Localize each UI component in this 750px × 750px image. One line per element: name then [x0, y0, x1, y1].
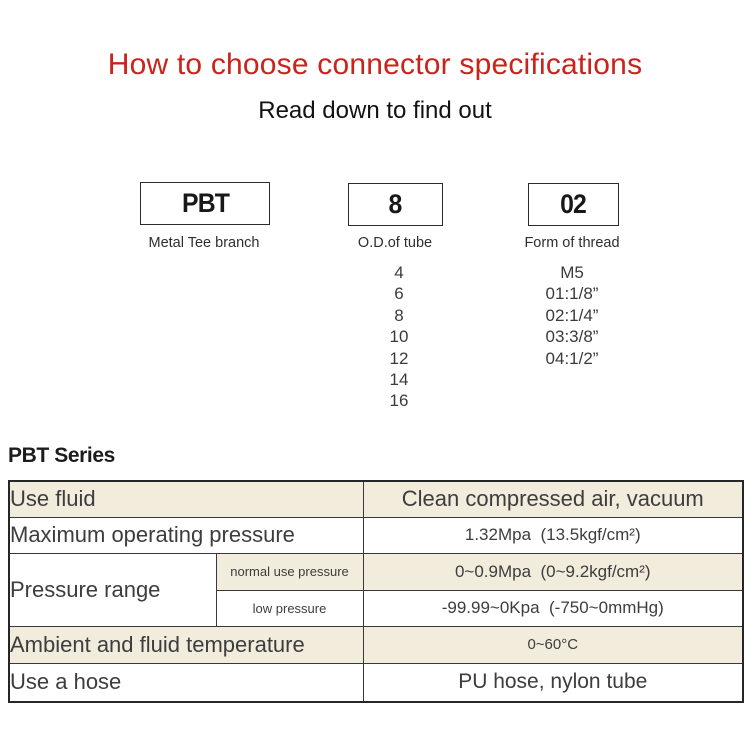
normal-pressure-value: 0~0.9Mpa (0~9.2kgf/cm²) [362, 552, 744, 591]
use-fluid-label: Use fluid [8, 480, 364, 518]
thread-option: 03:3/8” [545, 327, 599, 347]
thread-code-box: 02 [528, 183, 619, 226]
hose-row: Use a hose PU hose, nylon tube [8, 662, 744, 703]
thread-option: 01:1/8” [545, 284, 599, 304]
max-pressure-value: 1.32Mpa (13.5kgf/cm²) [362, 516, 744, 554]
temperature-row: Ambient and fluid temperature 0~60°C [8, 625, 744, 664]
series-code: PBT [181, 188, 230, 218]
normal-pressure-sublabel: normal use pressure [215, 552, 364, 591]
series-heading: PBT Series [8, 444, 115, 467]
thread-option: M5 [560, 263, 584, 282]
tube-od-code: 8 [389, 189, 403, 219]
tube-od-option: 8 [394, 305, 404, 325]
series-code-label: Metal Tee branch [148, 235, 260, 251]
temperature-value: 0~60°C [362, 625, 744, 664]
low-pressure-row: low pressure -99.99~0Kpa (-750~0mmHg) [9, 589, 744, 627]
use-fluid-row: Use fluid Clean compressed air, vacuum [8, 480, 744, 518]
tube-od-option: 6 [394, 284, 404, 304]
low-pressure-value: -99.99~0Kpa (-750~0mmHg) [362, 589, 744, 627]
max-pressure-label: Maximum operating pressure [8, 516, 364, 554]
thread-option: 02:1/4” [545, 305, 599, 325]
tube-od-option: 12 [389, 348, 409, 368]
pressure-range-label: Pressure range [8, 552, 217, 627]
tube-od-option: 14 [389, 370, 409, 390]
thread-options: M5 01:1/8” 02:1/4” 03:3/8” 04:1/2” [502, 262, 642, 369]
thread-option: 04:1/2” [545, 348, 599, 368]
low-pressure-sublabel: low pressure [215, 589, 364, 627]
tube-od-code-label: O.D.of tube [357, 235, 433, 251]
tube-od-option: 10 [389, 327, 409, 347]
max-pressure-row: Maximum operating pressure 1.32Mpa (13.5… [8, 516, 744, 554]
thread-code: 02 [560, 189, 588, 219]
tube-od-options: 4 6 8 10 12 14 16 [345, 262, 453, 412]
page-subtitle: Read down to find out [258, 97, 492, 124]
hose-label: Use a hose [8, 662, 364, 703]
hose-value: PU hose, nylon tube [362, 662, 744, 703]
temperature-label: Ambient and fluid temperature [8, 625, 364, 664]
series-code-box: PBT [140, 182, 270, 225]
page-title: How to choose connector specifications [107, 48, 643, 81]
thread-code-label: Form of thread [524, 235, 620, 251]
tube-od-option: 4 [394, 263, 404, 282]
spec-table: Use fluid Clean compressed air, vacuum M… [8, 480, 744, 703]
normal-pressure-row: Pressure range normal use pressure 0~0.9… [8, 552, 744, 627]
use-fluid-value: Clean compressed air, vacuum [362, 480, 744, 518]
tube-od-code-box: 8 [348, 183, 443, 226]
tube-od-option: 16 [389, 391, 409, 411]
